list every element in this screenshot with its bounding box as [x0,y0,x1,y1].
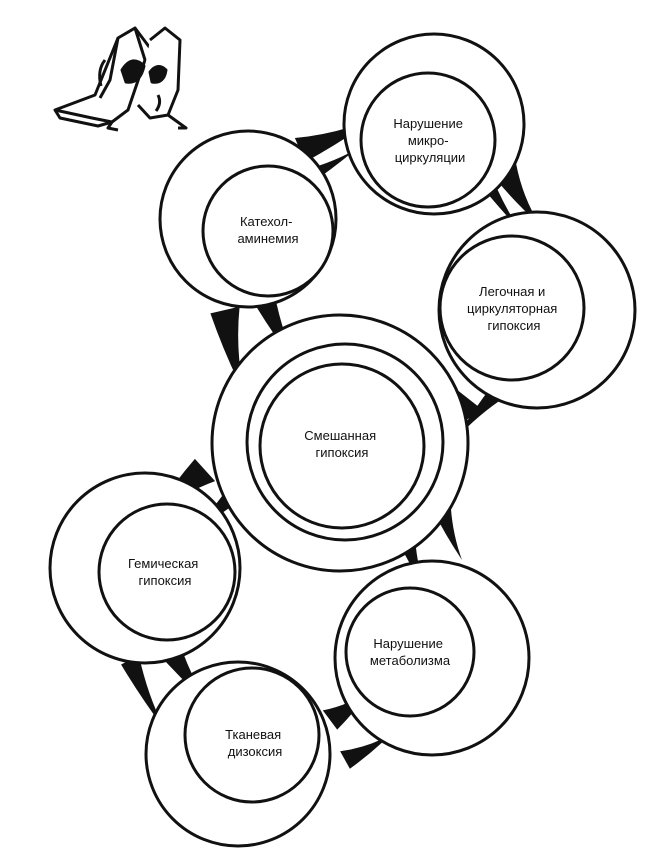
flow-wedge [340,735,390,769]
node-mixed: Смешанная гипоксия [210,313,470,573]
node-inner-ring [359,71,497,209]
node-inner-ring [201,164,335,298]
node-label: Легочная и циркуляторная гипоксия [467,284,561,333]
flow-wedge [121,655,165,730]
node-catecholaminemia: Катехол- аминемия [158,129,338,309]
node-label: Нарушение микро- циркуляции [393,116,466,165]
node-inner-ring [183,666,321,804]
node-inner-ring [344,586,476,718]
node-inner-ring [97,502,237,642]
node-label: Катехол- аминемия [237,214,298,246]
node-hemic: Гемическая гипоксия [48,471,242,665]
node-label: Смешанная гипоксия [304,428,379,460]
nodes: Катехол- аминемия Нарушение микро- цирку… [48,32,637,848]
hands-figure-icon [53,26,188,132]
node-pulmonary: Легочная и циркуляторная гипоксия [437,210,637,410]
node-microcirculation: Нарушение микро- циркуляции [342,32,526,216]
node-label: Нарушение метаболизма [370,636,451,668]
node-metabolism: Нарушение метаболизма [333,559,531,757]
node-label: Гемическая гипоксия [128,556,202,588]
node-label: Тканевая дизоксия [225,727,285,759]
node-tissue: Тканевая дизоксия [144,660,332,848]
node-inner-ring [258,362,426,530]
node-inner-ring [438,234,586,382]
